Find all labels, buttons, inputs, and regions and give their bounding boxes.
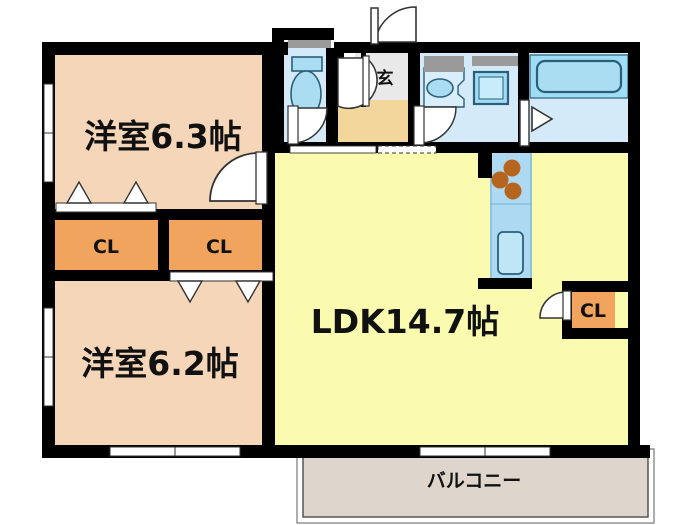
door-bedroom1-panel: [255, 151, 268, 205]
wall-ldk-right-lower: [628, 302, 640, 458]
toilet-tank: [291, 56, 323, 72]
closet-fill-1: [55, 220, 160, 270]
door-bath-panel: [519, 99, 530, 147]
wall-ldk-left: [262, 142, 275, 458]
door-bedroom1-fill: [209, 152, 259, 202]
closet1-door-track: [55, 202, 157, 213]
room-fill-ldk-right-notch: [560, 320, 635, 445]
wall-bedroom1-closet-divider: [42, 209, 275, 220]
door-group: [55, 6, 572, 321]
toilet-shelf: [288, 38, 331, 48]
window-group: [43, 83, 551, 457]
label-closet-1: CL: [93, 236, 119, 258]
wall-closet3-top: [562, 281, 630, 292]
wall-closet-bedroom2-divider: [42, 270, 275, 281]
closet2-door-track: [169, 271, 274, 282]
door-toilet-panel: [362, 55, 370, 107]
wall-toilet-top: [272, 28, 334, 40]
room-fill-bedroom-2: [55, 275, 275, 445]
stove-burner-2: [491, 171, 509, 189]
closet1-door-fold-b: [122, 180, 150, 204]
wall-kitchen-stub-bottom: [478, 278, 532, 289]
door-hall-ldk-panel: [287, 105, 299, 145]
wall-bath-top: [527, 42, 640, 53]
closet2-door-fold-a: [176, 280, 204, 304]
ldk-top-track-right: [377, 145, 437, 154]
wall-balcony-top-right: [630, 445, 650, 458]
wall-bath-right: [628, 42, 640, 153]
washroom-shelf-right: [472, 56, 518, 66]
washbasin-bowl: [426, 78, 454, 98]
wall-entry-top: [334, 42, 430, 53]
label-balcony: バルコニー: [427, 470, 522, 492]
wall-closet3-bottom: [562, 328, 630, 339]
closet-fill-3: [570, 289, 615, 331]
door-washroom-fill: [419, 106, 457, 144]
wall-bath-bottom: [527, 142, 640, 153]
room-fill-balcony: [302, 454, 649, 518]
wall-toilet-left: [272, 28, 284, 153]
kitchen-sink: [497, 231, 524, 275]
wall-washroom-bottom: [408, 142, 530, 153]
label-closet-2: CL: [206, 236, 232, 258]
door-entrance-panel: [370, 7, 379, 45]
wall-top-bedroom1: [42, 42, 288, 55]
stove-burner-3: [504, 182, 522, 200]
closet2-door-fold-b: [234, 280, 262, 304]
door-closet3-fill: [539, 291, 567, 319]
door-entrance-swing: [374, 6, 417, 43]
bathtub-basin: [535, 59, 623, 94]
washroom-shelf-left: [424, 56, 464, 72]
door-closet3-panel: [562, 290, 572, 321]
label-bedroom-1: 洋室6.3帖: [84, 117, 241, 156]
label-closet-3: CL: [580, 300, 606, 322]
ldk-top-track-left: [289, 145, 377, 154]
wall-washroom-top: [420, 42, 530, 53]
wall-toilet-right: [326, 48, 338, 153]
label-bedroom-2: 洋室6.2帖: [81, 344, 238, 383]
label-ldk: LDK14.7帖: [311, 302, 499, 341]
door-bath-arrow: [531, 105, 554, 133]
wall-ldk-right-upper: [628, 142, 640, 302]
wall-kitchen-stub-top: [478, 152, 492, 178]
wall-entry-left-upper: [334, 42, 344, 60]
door-hall-ldk-fill: [291, 107, 328, 144]
door-washroom-panel: [413, 105, 425, 146]
stove-burner-1: [503, 159, 521, 177]
closet-fill-2: [168, 220, 275, 270]
washing-machine-inner: [478, 76, 504, 100]
label-genkan: 玄: [377, 68, 394, 89]
wall-closet-divider: [158, 215, 169, 275]
closet1-door-fold-a: [65, 180, 93, 204]
